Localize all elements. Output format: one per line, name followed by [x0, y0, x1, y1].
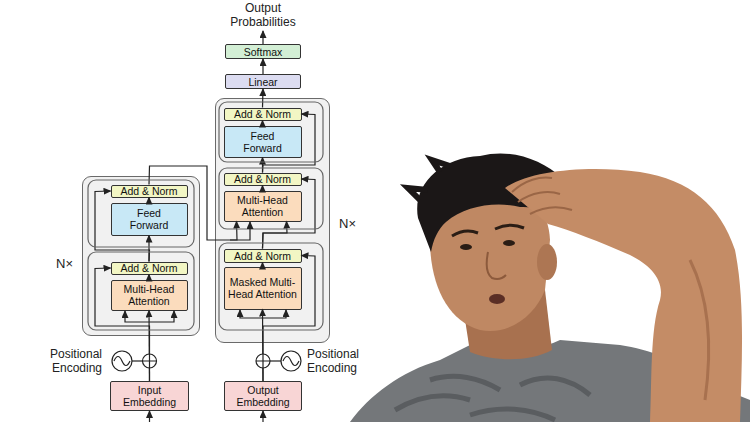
diagram-label: Positional Encoding — [40, 347, 102, 375]
sine-symbols — [112, 351, 301, 371]
box-label: Add & Norm — [234, 173, 291, 185]
attention-box: Multi-Head Attention — [224, 191, 302, 222]
attention-box: Multi-Head Attention — [111, 280, 188, 311]
add-circle — [143, 354, 157, 368]
output-arrow — [262, 31, 263, 44]
sine-circle — [112, 351, 132, 371]
connector-arrow — [263, 256, 315, 382]
softmax-box: Softmax — [225, 44, 301, 59]
repeat-count: N× — [56, 256, 73, 271]
eye — [460, 244, 472, 250]
encoding-line — [132, 360, 143, 361]
ear — [537, 244, 557, 280]
add-norm-box: Add & Norm — [224, 173, 302, 186]
encoding-line — [270, 360, 281, 361]
box-label: Multi-Head Attention — [112, 283, 187, 307]
add-norm-box: Add & Norm — [224, 108, 302, 121]
add-norm-box: Add & Norm — [224, 249, 302, 263]
nose — [487, 252, 506, 279]
connector-arrow — [262, 263, 263, 267]
connector-arrow — [148, 275, 149, 280]
hair-tufts — [408, 160, 450, 200]
encoder-block: N×Add & NormFeed ForwardAdd & NormMulti-… — [82, 176, 200, 336]
connector-arrow — [149, 166, 237, 240]
connector-arrow — [262, 89, 264, 108]
eyebrows — [452, 225, 524, 236]
embedding-box: Input Embedding — [110, 381, 189, 411]
box-label: Softmax — [244, 46, 283, 58]
raised-arm — [505, 169, 742, 422]
connector-arrow — [262, 186, 263, 191]
connector-arrow — [95, 191, 150, 262]
sine-wave — [283, 357, 299, 366]
box-label: Linear — [248, 76, 277, 88]
box-label: Masked Multi-Head Attention — [225, 276, 301, 300]
input-arrow — [262, 411, 263, 422]
sublayer-outlines — [88, 102, 323, 330]
fingers — [512, 178, 572, 214]
connector-arrow — [262, 310, 264, 382]
add-cross — [256, 354, 270, 368]
box-label: Add & Norm — [234, 108, 291, 120]
connector-arrow — [263, 222, 288, 249]
feed-forward-box: Feed Forward — [111, 203, 188, 236]
add-circle — [256, 354, 270, 368]
box-label: Output Embedding — [225, 384, 301, 408]
connector-arrow — [263, 179, 316, 249]
box-label: Input Embedding — [111, 384, 188, 408]
eye — [503, 240, 515, 246]
box-label: Add & Norm — [120, 185, 177, 197]
box-label: Add & Norm — [234, 250, 291, 262]
embedding-box: Output Embedding — [224, 381, 302, 411]
connector-arrow — [148, 236, 149, 262]
masked-attention-box: Masked Multi-Head Attention — [224, 267, 302, 310]
box-label: Feed Forward — [123, 207, 175, 231]
add-norm-box: Add & Norm — [111, 262, 188, 275]
repeat-count: N× — [339, 216, 356, 231]
box-label: Multi-Head Attention — [225, 194, 301, 218]
add-symbols — [143, 354, 271, 368]
mouth — [489, 294, 505, 304]
add-norm-box: Add & Norm — [111, 185, 188, 198]
add-cross — [143, 354, 157, 368]
shirt-pattern — [395, 376, 590, 420]
linear-box: Linear — [225, 74, 301, 89]
connector-arrow — [262, 121, 263, 126]
connector-arrow — [262, 59, 263, 74]
box-label: Add & Norm — [120, 262, 177, 274]
sine-circle — [281, 351, 301, 371]
sine-wave — [114, 357, 130, 366]
diagram-label: Positional Encoding — [307, 347, 371, 375]
connector-arrow — [148, 198, 149, 203]
input-arrow — [149, 411, 150, 422]
connector-arrow — [148, 311, 150, 382]
connector-arrow — [262, 158, 263, 173]
diagram-label: Output Probabilities — [223, 1, 303, 29]
feed-forward-box: Feed Forward — [224, 126, 302, 158]
decoder-block: N×Add & NormFeed ForwardAdd & NormMulti-… — [215, 98, 330, 343]
box-label: Feed Forward — [237, 130, 289, 154]
arm-shading — [690, 260, 709, 400]
connector-arrow — [263, 114, 316, 173]
connector-arrow — [95, 268, 150, 381]
